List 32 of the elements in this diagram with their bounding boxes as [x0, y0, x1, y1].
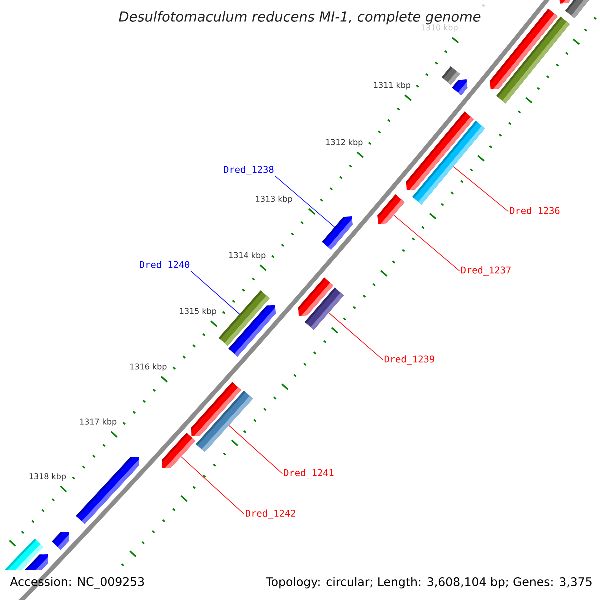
leader-line [394, 214, 460, 272]
leader-line [274, 176, 336, 228]
leader-line [453, 166, 509, 212]
gene-bar [496, 16, 570, 104]
gene-label: Dred_1240 [140, 261, 190, 270]
gene-bar [52, 532, 70, 550]
leader-line [180, 456, 245, 515]
gene-label: Dred_1239 [384, 356, 434, 365]
gene-bar [452, 80, 468, 96]
gene-bar [442, 66, 460, 86]
accession-label: Accession: NC_009253 [10, 577, 144, 589]
gene-label: Dred_1241 [284, 469, 334, 479]
gene-label: Dred_1237 [461, 266, 511, 276]
gene-bar [378, 194, 405, 224]
gene-bar [228, 305, 276, 357]
gene-label: Dred_1238 [224, 166, 274, 176]
gene-bar [565, 0, 590, 18]
gene-bar [196, 390, 254, 452]
leader-line [190, 271, 240, 315]
gene-bar [25, 554, 48, 570]
leader-line [328, 312, 384, 361]
gene-label: Dred_1242 [246, 510, 296, 520]
gene-bar [322, 216, 353, 250]
leader-line [228, 425, 283, 474]
gene-bar [162, 432, 196, 469]
gene-bar [304, 288, 344, 330]
title: Desulfotomaculum reducens MI-1, complete genome [119, 11, 481, 25]
gene-bar [560, 0, 571, 4]
gene-bar [76, 457, 140, 524]
gene-label: Dred_1236 [510, 207, 560, 216]
genome-info-text: Topology: circular; Length: 3,608,104 bp; Genes: 3,375 [266, 577, 592, 589]
gene-bar [412, 121, 486, 205]
